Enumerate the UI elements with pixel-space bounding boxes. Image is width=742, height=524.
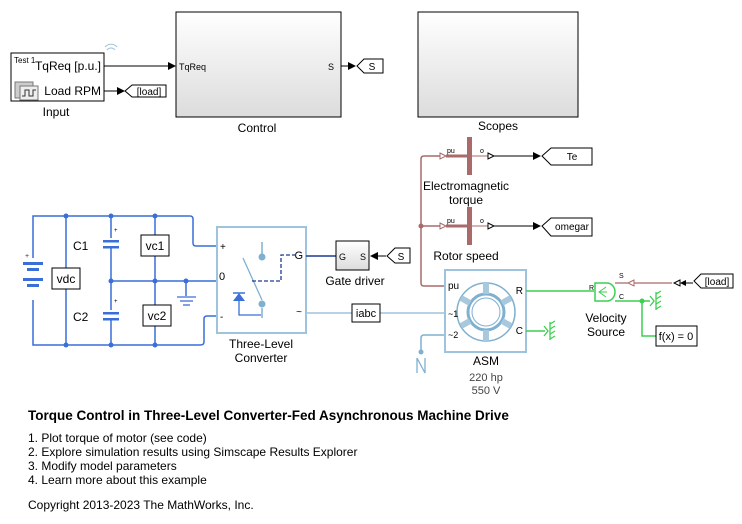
circuit-nodes <box>63 213 189 348</box>
velocity-source-label: Velocity <box>585 311 626 325</box>
em-torque-label-2: torque <box>449 193 483 207</box>
input-badge: Test 1 <box>14 56 36 65</box>
svg-text:~2: ~2 <box>448 330 458 340</box>
signal-editor-icon <box>14 81 39 101</box>
svg-text:o: o <box>480 148 484 155</box>
svg-text:+: + <box>114 228 118 234</box>
svg-text:Te: Te <box>567 152 578 163</box>
svg-text:pu: pu <box>447 218 455 225</box>
converter-label: Three-Level <box>229 337 293 351</box>
motor-icon <box>456 282 516 342</box>
vdc-sensor[interactable]: vdc <box>51 267 81 290</box>
capacitor-c1[interactable]: + <box>103 228 119 249</box>
svg-text:+: + <box>114 299 118 305</box>
svg-text:~: ~ <box>296 307 302 318</box>
c2-label: C2 <box>73 310 89 324</box>
electrical-ground-icon <box>177 296 196 306</box>
svg-text:C: C <box>516 326 523 337</box>
scopes-block[interactable] <box>417 11 579 118</box>
vc1-sensor[interactable]: vc1 <box>140 234 170 257</box>
svg-text:pu: pu <box>447 148 455 155</box>
goto-tag-te[interactable]: Te <box>541 147 593 166</box>
bus-wire <box>420 155 446 287</box>
link-learn-more[interactable]: 4. Learn more about this example <box>28 473 207 487</box>
battery-icon: + <box>23 253 43 287</box>
svg-text:~1: ~1 <box>448 309 458 319</box>
scopes-label: Scopes <box>478 119 518 133</box>
em-torque-selector[interactable]: pu o <box>439 137 496 175</box>
svg-text:C: C <box>619 294 624 301</box>
svg-text:omegar: omegar <box>555 222 590 233</box>
svg-text:S: S <box>398 252 405 263</box>
c1-label: C1 <box>73 239 89 253</box>
asm-power: 220 hp <box>469 372 503 384</box>
vc2-sensor[interactable]: vc2 <box>142 304 172 327</box>
goto-tag-omegar[interactable]: omegar <box>541 217 593 237</box>
wifi-icon <box>104 43 118 51</box>
asm-label: ASM <box>473 354 499 368</box>
em-torque-label: Electromagnetic <box>423 179 509 193</box>
neutral-icon <box>416 357 426 374</box>
svg-text:S: S <box>369 62 376 73</box>
svg-text:vc2: vc2 <box>148 309 167 323</box>
svg-text:vc1: vc1 <box>146 239 165 253</box>
capacitor-c2[interactable]: + <box>103 299 119 321</box>
svg-text:R: R <box>589 285 594 292</box>
three-level-converter-block[interactable]: + 0 - G ~ <box>216 226 307 334</box>
gate-driver-label: Gate driver <box>325 274 384 288</box>
svg-text:G: G <box>339 252 346 262</box>
converter-label-2: Converter <box>235 351 288 365</box>
asm-voltage: 550 V <box>472 385 501 397</box>
svg-text:iabc: iabc <box>356 308 377 320</box>
input-port-tqreq: TqReq [p.u.] <box>35 59 101 73</box>
from-tag-s[interactable]: S <box>386 247 411 264</box>
svg-text:G: G <box>294 250 303 262</box>
link-explore-results[interactable]: 2. Explore simulation results using Sims… <box>28 445 358 459</box>
input-block[interactable]: Test 1 TqReq [p.u.] Load RPM <box>10 52 105 102</box>
svg-text:R: R <box>516 286 523 297</box>
svg-text:S: S <box>360 252 366 262</box>
velocity-source-label-2: Source <box>587 325 625 339</box>
copyright: Copyright 2013-2023 The MathWorks, Inc. <box>28 498 254 512</box>
link-plot-torque[interactable]: 1. Plot torque of motor (see code) <box>28 431 207 445</box>
svg-text:vdc: vdc <box>57 272 76 286</box>
control-port-out: S <box>328 62 334 72</box>
asm-block[interactable]: pu ~1 ~2 R C <box>444 269 527 353</box>
control-label: Control <box>238 121 277 135</box>
iabc-sensor[interactable]: iabc <box>351 303 381 323</box>
velocity-source-block[interactable]: R S C <box>589 273 624 302</box>
svg-text:0: 0 <box>219 271 225 283</box>
svg-text:+: + <box>220 242 226 253</box>
rotor-speed-selector[interactable]: pu o <box>439 207 496 245</box>
svg-text:-: - <box>220 312 223 323</box>
input-label: Input <box>43 105 70 119</box>
input-port-load: Load RPM <box>44 84 101 98</box>
svg-text:pu: pu <box>448 281 459 292</box>
solver-configuration-block[interactable]: f(x) = 0 <box>655 325 698 347</box>
svg-text:[load]: [load] <box>705 277 730 288</box>
model-title: Torque Control in Three-Level Converter-… <box>28 408 509 423</box>
control-block[interactable]: TqReq S <box>175 11 342 118</box>
switch-icon <box>233 242 297 318</box>
svg-text:S: S <box>619 273 624 280</box>
goto-tag-s[interactable]: S <box>356 58 384 74</box>
from-tag-load[interactable]: [load] <box>693 273 734 289</box>
svg-text:o: o <box>480 218 484 225</box>
svg-text:[load]: [load] <box>137 87 162 98</box>
goto-tag-load[interactable]: [load] <box>124 84 167 98</box>
svg-text:+: + <box>25 253 29 260</box>
mechanical-reference-icon <box>543 290 662 340</box>
link-modify-parameters[interactable]: 3. Modify model parameters <box>28 459 177 473</box>
rotor-speed-label: Rotor speed <box>433 249 498 263</box>
control-port-in: TqReq <box>179 62 206 72</box>
svg-text:f(x) = 0: f(x) = 0 <box>659 331 694 343</box>
gate-driver-block[interactable]: G S <box>335 240 370 271</box>
